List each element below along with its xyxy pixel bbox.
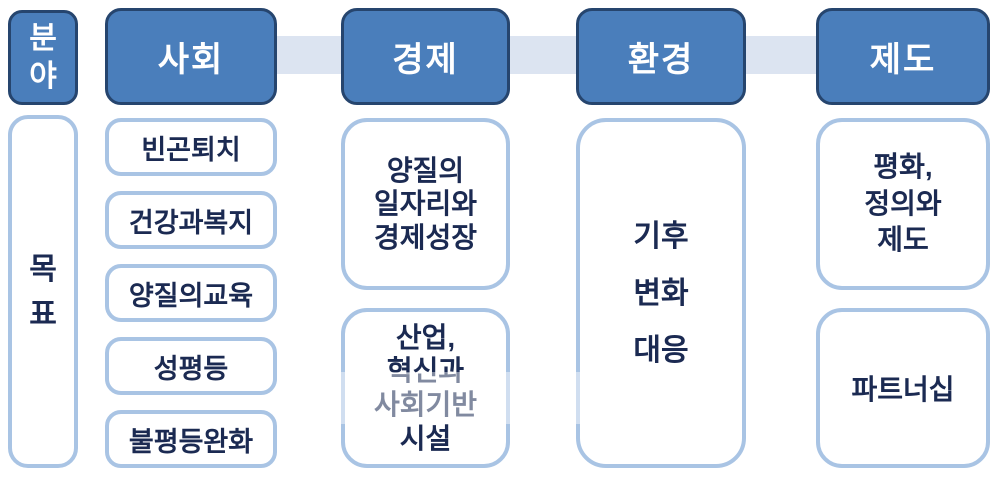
header-institution: 제도 <box>816 8 990 105</box>
goal-decent-work-economic-growth: 양질의 일자리와 경제성장 <box>341 118 510 290</box>
goal-no-poverty: 빈곤퇴치 <box>105 118 277 176</box>
goal-climate-action: 기후 변화 대응 <box>576 118 746 468</box>
goal-axis-label: 목 표 <box>8 115 78 468</box>
goal-quality-education: 양질의교육 <box>105 264 277 322</box>
goal-partnership: 파트너십 <box>816 308 990 468</box>
header-environment: 환경 <box>576 8 746 105</box>
goal-gender-equality: 성평등 <box>105 337 277 395</box>
goal-health-welfare: 건강과복지 <box>105 191 277 249</box>
header-connector-band <box>190 36 902 74</box>
goal-peace-justice-institutions: 평화, 정의와 제도 <box>816 118 990 290</box>
header-economy: 경제 <box>341 8 510 105</box>
field-axis-label: 분 야 <box>8 10 78 105</box>
goal-reduced-inequality: 불평등완화 <box>105 410 277 468</box>
goal-industry-innovation-infrastructure: 산업, 혁신과 사회기반 시설 <box>341 308 510 468</box>
header-society: 사회 <box>105 8 277 105</box>
